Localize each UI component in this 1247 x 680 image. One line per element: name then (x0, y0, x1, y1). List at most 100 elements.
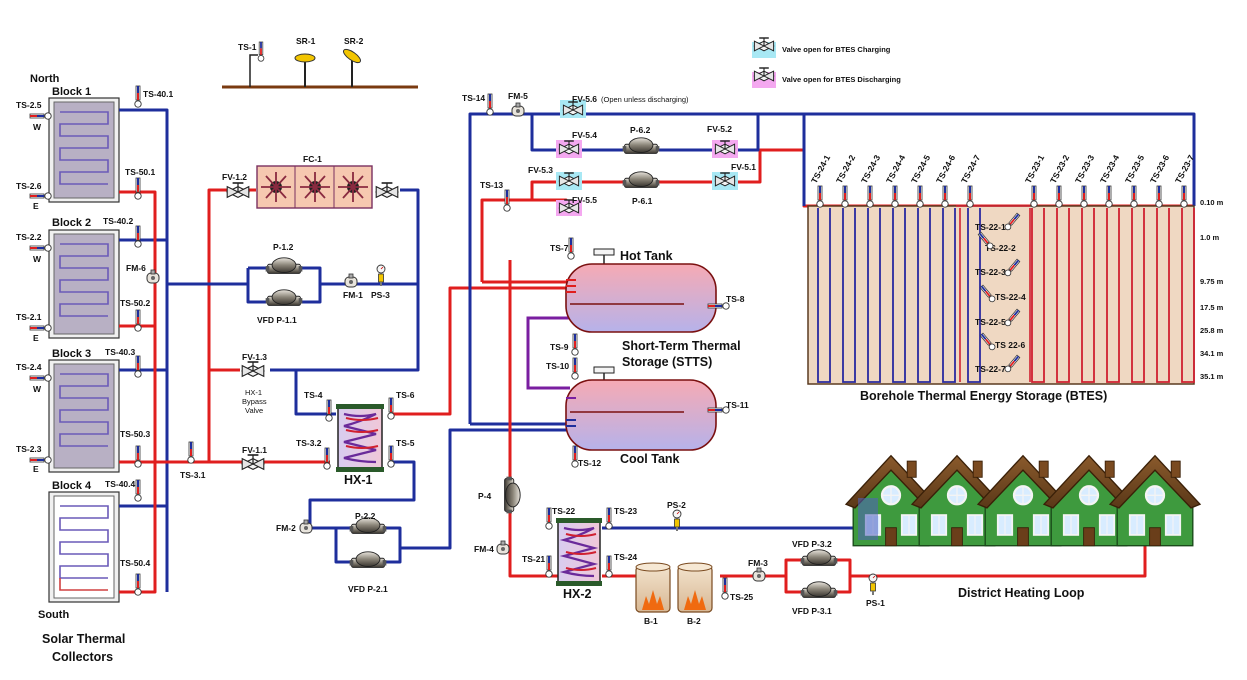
ts-22-column: TS-22-1 TS-22-2 TS-22-3 TS-22-4 TS-22-5 … (975, 211, 1026, 374)
ts-24-7-sensor-icon (966, 185, 974, 208)
fv-5-4-label: FV-5.4 (572, 130, 597, 140)
ts-3-2-label: TS-3.2 (296, 438, 322, 448)
ts-2-6-label: TS-2.6 (16, 181, 42, 191)
ts-2-1-sensor-icon (29, 324, 52, 332)
p-2-1-pump-icon (349, 551, 387, 568)
ts-14-sensor-icon (486, 93, 494, 116)
ts-24-2-sensor-icon (841, 185, 849, 208)
cool-tank-vent (593, 366, 615, 374)
collector-block-1 (48, 97, 120, 203)
ts-40-4-sensor-icon (134, 479, 142, 502)
ts-40-2-label: TS-40.2 (103, 216, 134, 226)
hx-1-heat-exchanger (336, 404, 384, 472)
p-1-2-label: P-1.2 (273, 242, 294, 252)
cool-tank-label: Cool Tank (620, 452, 680, 466)
ts-23-5-sensor-icon (1130, 185, 1138, 208)
ts-22-4-label: TS-22-4 (995, 292, 1026, 302)
ts-24-1-sensor-icon (816, 185, 824, 208)
fm-6-flowmeter-icon (146, 269, 160, 284)
fm-4-label: FM-4 (474, 544, 494, 554)
hot-tank (565, 263, 717, 333)
cool-tank (565, 379, 717, 451)
ts-22-5-label: TS-22-5 (975, 317, 1006, 327)
ts-22-label: TS-22 (552, 506, 575, 516)
fv-1-2-valve-icon (226, 182, 250, 199)
p-6-1-pump-icon (622, 171, 660, 188)
fm-5-flowmeter-icon (511, 102, 525, 117)
outer-borehole-4 (1106, 208, 1120, 383)
collector-block-3 (48, 359, 120, 473)
ps-2-label: PS-2 (667, 500, 686, 510)
ts-24-3-sensor-icon (866, 185, 874, 208)
ts-40-3-label: TS-40.3 (105, 347, 136, 357)
ts-2-5-sensor-icon (29, 112, 52, 120)
w-label-1: W (33, 122, 42, 132)
ts-23-1-label: TS-23-1 (1023, 153, 1046, 185)
fv-5-5-label: FV-5.5 (572, 195, 597, 205)
ts-6-label: TS-6 (396, 390, 415, 400)
district-heating-title: District Heating Loop (958, 586, 1085, 600)
hx-2-label: HX-2 (563, 587, 592, 601)
outer-borehole-2 (1056, 208, 1070, 383)
stts-title-line1: Short-Term Thermal (622, 339, 741, 353)
ts-50-4-sensor-icon (134, 573, 142, 596)
fm-1-flowmeter-icon (344, 273, 358, 288)
fm-2-label: FM-2 (276, 523, 296, 533)
depth-1: 1.0 m (1200, 233, 1220, 242)
depth-3: 17.5 m (1200, 303, 1224, 312)
ts-40-2-sensor-icon (134, 225, 142, 248)
south-label: South (38, 609, 69, 621)
ts-40-3-sensor-icon (134, 355, 142, 378)
e-label-3: E (33, 464, 39, 474)
p-2-2-label: P-2.2 (355, 511, 376, 521)
ts-22-1-label: TS-22-1 (975, 222, 1006, 232)
ts-4-sensor-icon (325, 399, 333, 422)
short-term-thermal-storage: Hot Tank TS-7 TS-8 Short-Term Thermal St… (546, 237, 749, 468)
ts-23-1-sensor-icon (1030, 185, 1038, 208)
btes-ground (807, 205, 1195, 385)
ts-2-5-label: TS-2.5 (16, 100, 42, 110)
e-label-2: E (33, 333, 39, 343)
fv-5-6-note: (Open unless discharging) (601, 95, 689, 104)
ts-22-3-label: TS-22-3 (975, 267, 1006, 277)
ts-23-4-sensor-icon (1105, 185, 1113, 208)
ts-3-2-sensor-icon (323, 447, 331, 470)
ts-2-2-label: TS-2.2 (16, 232, 42, 242)
block-1-label: Block 1 (52, 86, 91, 98)
p-3-2-pump-icon (800, 549, 838, 566)
ts1-sensor-icon (257, 41, 265, 62)
ps-1-pressure-icon (868, 573, 878, 596)
collector-sensors: TS-40.1 TS-50.1 TS-40.2 TS-50.2 TS-40.3 … (103, 85, 206, 596)
ts-50-2-sensor-icon (134, 309, 142, 332)
ts-23-6-sensor-icon (1155, 185, 1163, 208)
depth-0: 0.10 m (1200, 198, 1224, 207)
ts-24-4-label: TS-24-4 (884, 153, 907, 185)
ts-24-1-label: TS-24-1 (809, 153, 832, 185)
ts-40-1-label: TS-40.1 (143, 89, 174, 99)
ts-50-4-label: TS-50.4 (120, 558, 151, 568)
fan-coil-fc1: FC-1 (256, 154, 373, 209)
ts1-label: TS-1 (238, 42, 257, 52)
btes-title: Borehole Thermal Energy Storage (BTES) (860, 389, 1107, 403)
ts-23-5-label: TS-23-5 (1123, 153, 1146, 185)
ts-40-4-label: TS-40.4 (105, 479, 136, 489)
fan-icon-3 (338, 172, 368, 202)
ts-23-sensor-icon (605, 507, 613, 530)
ts-2-3-sensor-icon (29, 456, 52, 464)
p-4-label: P-4 (478, 491, 492, 501)
ts-11-label: TS-11 (726, 400, 749, 410)
fv-1-1-valve-icon (241, 454, 265, 471)
ts-23-2-label: TS-23-2 (1048, 153, 1071, 185)
ts-24-2-label: TS-24-2 (834, 153, 857, 185)
ts-13-label: TS-13 (480, 180, 503, 190)
ps-3-label: PS-3 (371, 290, 390, 300)
ts-25-label: TS-25 (730, 592, 753, 602)
ts-24-5-sensor-icon (916, 185, 924, 208)
ts-24-4-sensor-icon (891, 185, 899, 208)
ts-21-sensor-icon (545, 555, 553, 578)
depth-2: 9.75 m (1200, 277, 1224, 286)
ts-40-1-sensor-icon (134, 85, 142, 108)
ts-22-6-label: TS 22-6 (995, 340, 1026, 350)
